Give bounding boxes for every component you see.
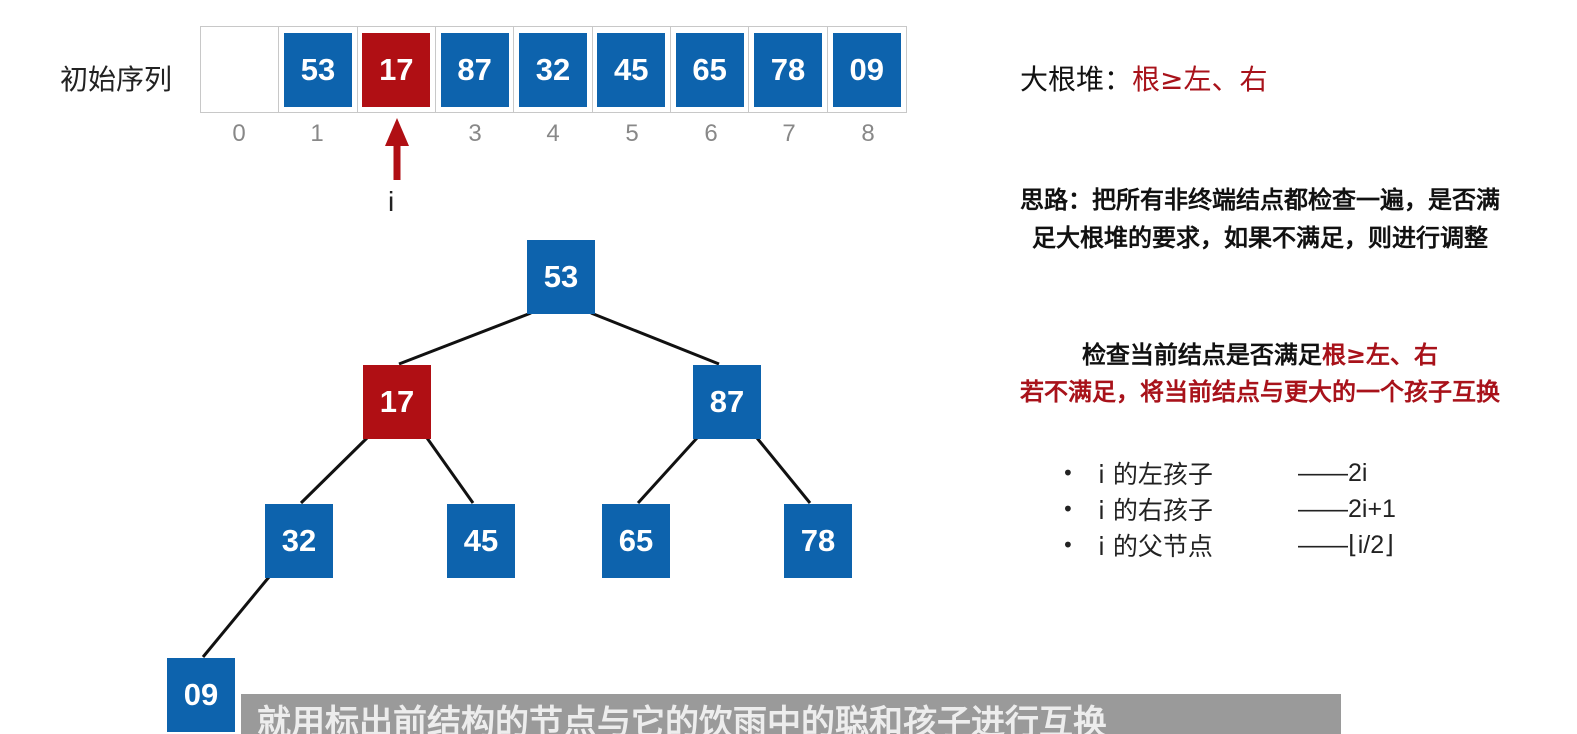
array-index: 1 [310,120,324,147]
tree-edge [398,311,532,366]
tree-node: 65 [602,504,670,578]
bullet-icon: • [1062,533,1074,557]
formula-name: i 的右孩子 [1098,496,1213,525]
tree-edge [755,437,812,504]
array-cell: 65 [671,27,750,112]
array-value: 32 [518,32,587,107]
tree-edge [590,311,720,366]
pointer-label: i [388,186,395,217]
array-cell: 17 [358,27,436,112]
formula-row: • i 的右孩子 ——2i+1 [1062,491,1396,527]
idea-line-1: 思路：把所有非终端结点都检查一遍，是否满 [1020,186,1500,214]
array-cell: 87 [436,27,515,112]
pointer-arrow-icon [385,118,409,180]
formula-value: ——2i+1 [1298,494,1396,523]
tree-edge [636,436,699,505]
bullet-icon: • [1062,461,1074,485]
heap-definition: 大根堆：根≥左、右 [1020,58,1267,98]
array-index: 5 [625,120,639,147]
array-cell [201,27,280,112]
array-index: 6 [704,120,718,147]
video-subtitle: 就用标出前结构的节点与它的饮雨中的聪和孩子进行互换 [241,694,1341,734]
formula-value: ——2i [1298,458,1368,487]
array-value: 65 [675,32,744,107]
array-cell: 53 [279,27,358,112]
tree-node: 32 [265,504,333,578]
tree-edge [299,436,369,505]
array-index: 0 [232,120,246,147]
heap-def-prefix: 大根堆： [1020,63,1133,96]
tree-node: 09 [167,658,235,732]
array-cell: 45 [593,27,671,112]
idea-text: 思路：把所有非终端结点都检查一遍，是否满 足大根堆的要求，如果不满足，则进行调整 [985,181,1535,257]
tree-node: 17 [363,365,431,439]
formula-row: • i 的左孩子 ——2i [1062,455,1396,491]
formula-row: • i 的父节点 ——⌊i/2⌋ [1062,527,1396,563]
diagram-svg [201,118,812,658]
tree-edge [425,437,475,504]
array-value: 87 [440,32,509,107]
array-cell: 78 [749,27,828,112]
tree-edges [201,311,812,658]
formula-name: i 的左孩子 [1098,460,1213,489]
array-index: 7 [782,120,796,147]
sequence-label: 初始序列 [60,63,173,96]
array-cell: 32 [514,27,593,112]
tree-edge [201,576,271,658]
idea-line-2: 足大根堆的要求，如果不满足，则进行调整 [1032,224,1488,252]
formula-name: i 的父节点 [1098,532,1213,561]
index-formulas: • i 的左孩子 ——2i • i 的右孩子 ——2i+1 • i 的父节点 —… [1062,455,1396,563]
check-line-2: 若不满足，将当前结点与更大的一个孩子互换 [1020,378,1500,406]
bullet-icon: • [1062,497,1074,521]
tree-node: 78 [784,504,852,578]
array-value: 45 [597,32,666,107]
check-rule: 根≥左、右 [1321,341,1439,369]
check-text: 检查当前结点是否满足根≥左、右 若不满足，将当前结点与更大的一个孩子互换 [975,337,1545,411]
heap-def-rule: 根≥左、右 [1132,63,1268,96]
array-index: 4 [546,120,560,147]
array-index: 8 [861,120,875,147]
array-value: 09 [832,32,901,107]
tree-node: 53 [527,240,595,314]
formula-value: ——⌊i/2⌋ [1298,531,1394,559]
tree-node: 45 [447,504,515,578]
array-value: 17 [362,32,431,107]
array-value: 53 [283,32,352,107]
check-prefix: 检查当前结点是否满足 [1081,341,1322,369]
array-value: 78 [753,32,822,107]
tree-node: 87 [693,365,761,439]
array-index: 3 [468,120,482,147]
array-cell: 09 [828,27,906,112]
